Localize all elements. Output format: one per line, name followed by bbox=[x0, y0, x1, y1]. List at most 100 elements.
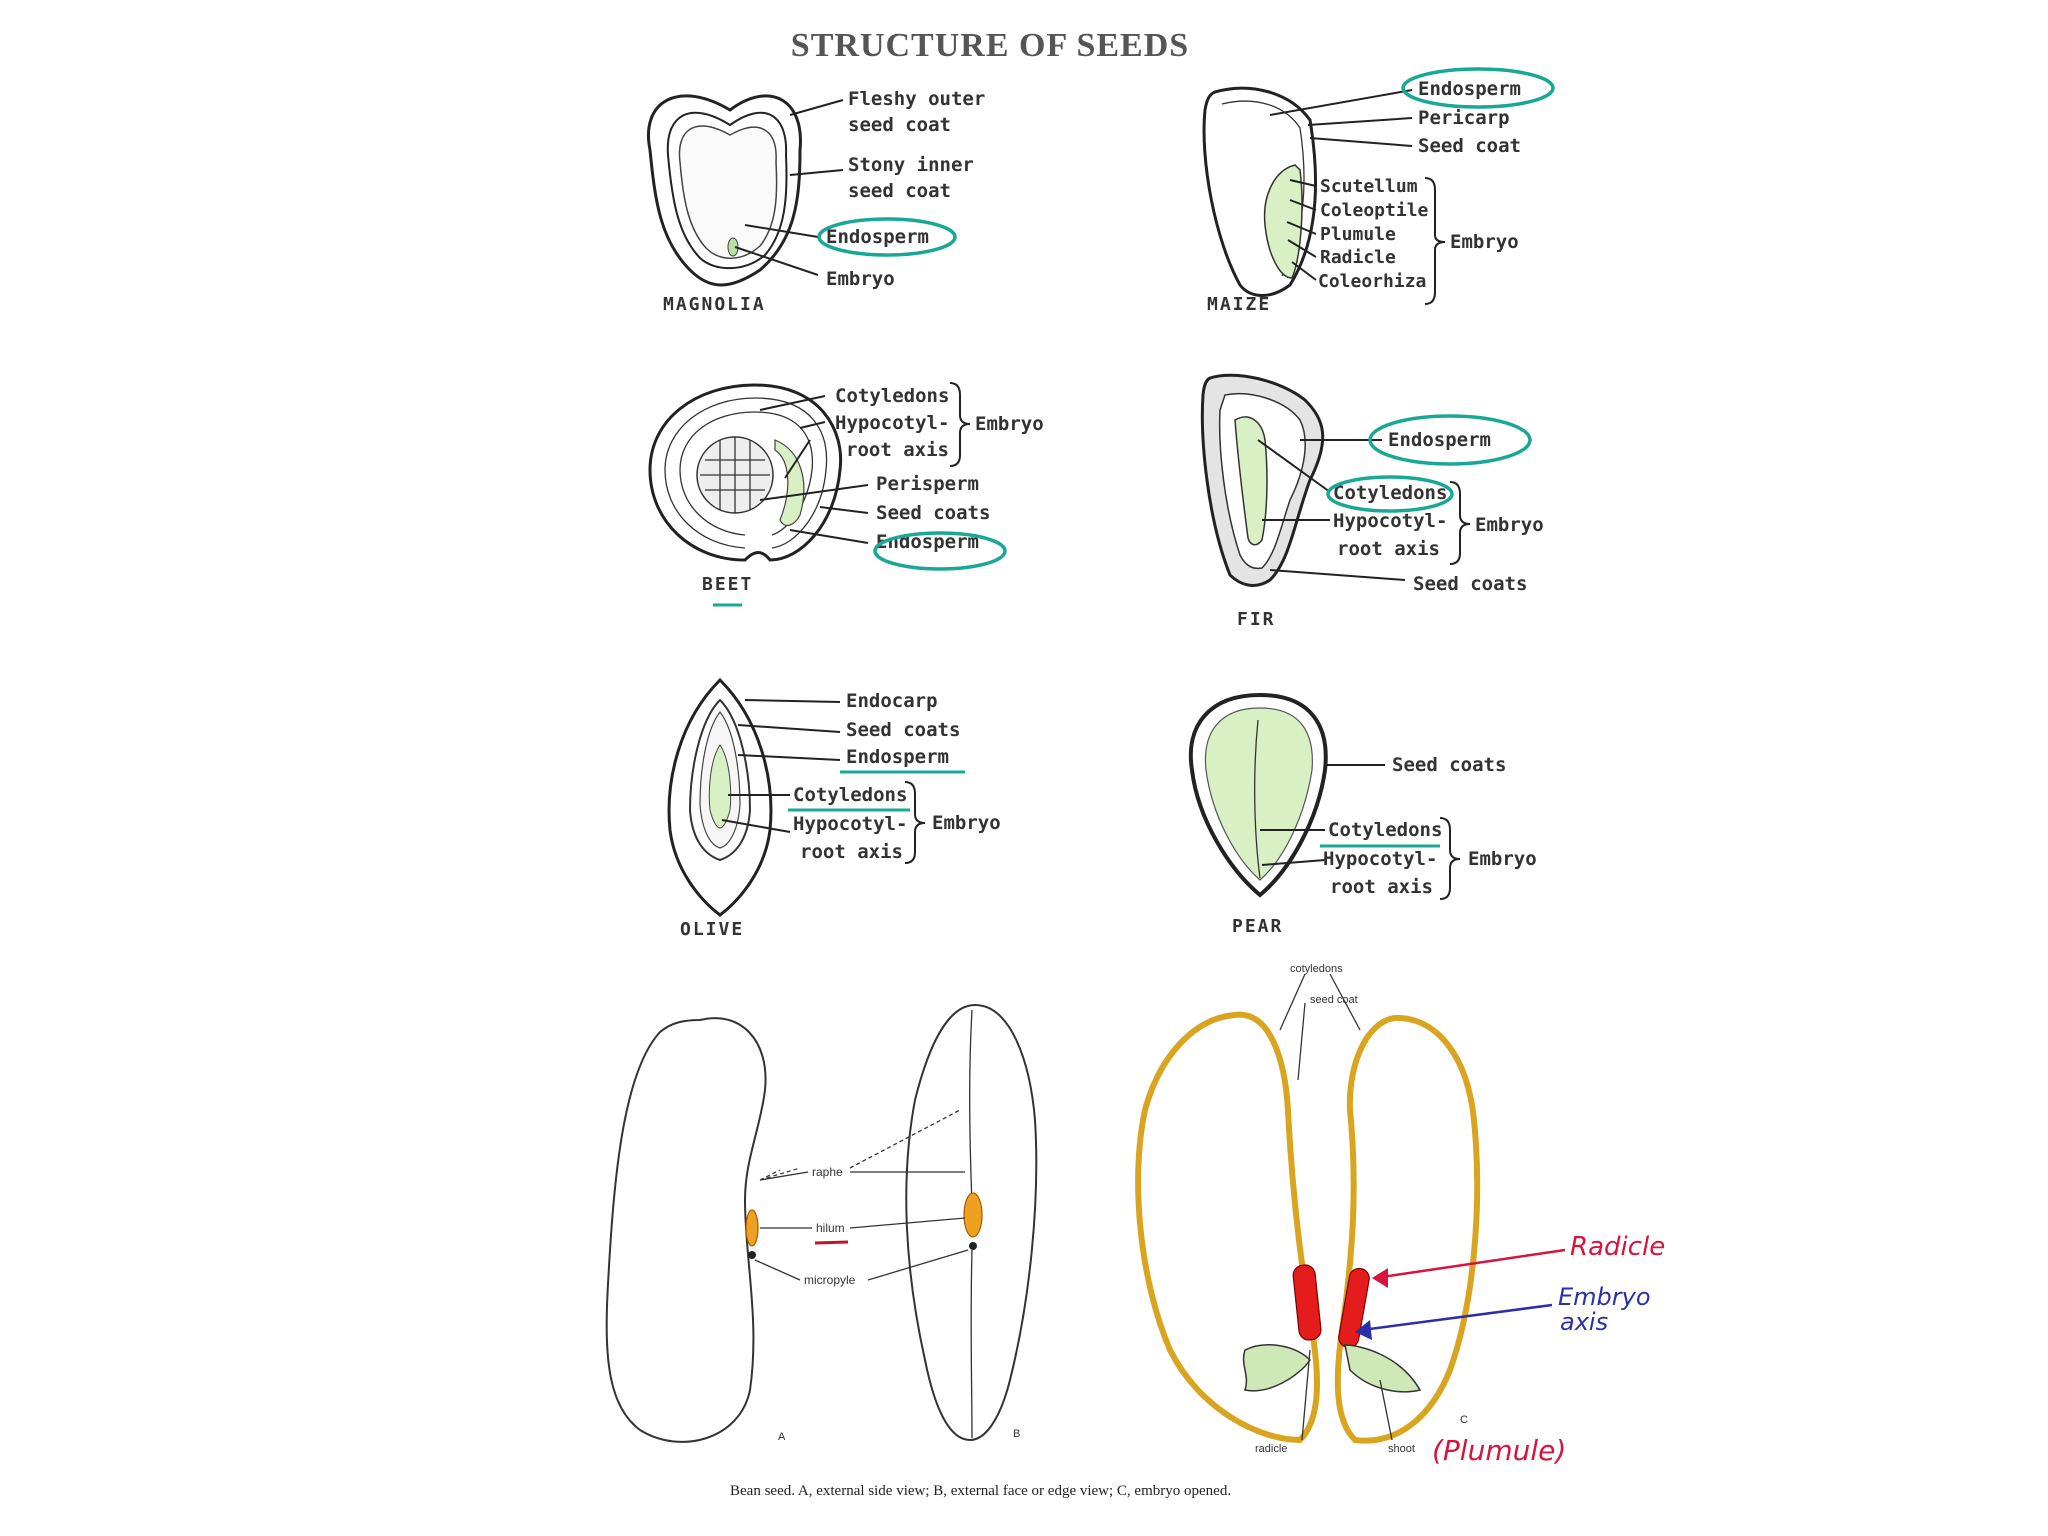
fir-embryo-brace bbox=[1449, 481, 1471, 565]
fir-label-seed-coats: Seed coats bbox=[1413, 573, 1527, 595]
beet-label-hypocotyl: Hypocotyl- bbox=[835, 412, 949, 434]
pear-label-embryo: Embryo bbox=[1468, 848, 1537, 870]
page-title: STRUCTURE OF SEEDS bbox=[791, 27, 1189, 64]
fir-panel: Endosperm Cotyledons Hypocotyl- root axi… bbox=[1200, 373, 1544, 630]
embryo-axis-arrow bbox=[1361, 1303, 1553, 1332]
magnolia-label-stony-1: Stony inner bbox=[848, 154, 974, 176]
beet-label-cotyledons: Cotyledons bbox=[835, 385, 949, 407]
bean-label-hilum: hilum bbox=[816, 1221, 845, 1235]
maize-name: MAIZE bbox=[1207, 294, 1271, 315]
bean-label-c: C bbox=[1460, 1414, 1468, 1426]
fir-label-cotyledons: Cotyledons bbox=[1333, 482, 1447, 504]
olive-label-hypocotyl: Hypocotyl- bbox=[793, 813, 907, 835]
bean-b-micropyle bbox=[969, 1242, 977, 1250]
maize-panel: Endosperm Pericarp Seed coat Scutellum C… bbox=[1202, 67, 1555, 315]
magnolia-label-stony-2: seed coat bbox=[848, 180, 951, 202]
fir-label-hypocotyl: Hypocotyl- bbox=[1333, 510, 1447, 532]
olive-embryo bbox=[708, 744, 732, 829]
maize-label-plumule: Plumule bbox=[1320, 224, 1396, 245]
bean-label-raphe: raphe bbox=[812, 1165, 843, 1179]
pear-name: PEAR bbox=[1232, 916, 1283, 937]
hand-label-radicle: Radicle bbox=[1570, 1232, 1665, 1262]
pear-embryo bbox=[1204, 707, 1313, 881]
maize-label-embryo: Embryo bbox=[1450, 231, 1519, 253]
maize-label-scutellum: Scutellum bbox=[1320, 176, 1418, 197]
bean-hilum-underline bbox=[814, 1240, 849, 1245]
olive-label-cotyledons: Cotyledons bbox=[793, 784, 907, 806]
fir-label-endosperm: Endosperm bbox=[1388, 429, 1491, 451]
radicle-arrow bbox=[1374, 1248, 1566, 1280]
maize-label-pericarp: Pericarp bbox=[1418, 107, 1510, 129]
bean-label-cotyledons: cotyledons bbox=[1290, 963, 1343, 975]
magnolia-endosperm bbox=[678, 125, 778, 259]
bean-a-micropyle bbox=[748, 1251, 756, 1259]
pear-embryo-brace bbox=[1439, 817, 1461, 900]
fir-cotyledons-highlight bbox=[1326, 475, 1454, 513]
bean-label-shoot: shoot bbox=[1388, 1443, 1415, 1455]
pear-label-seed-coats: Seed coats bbox=[1392, 754, 1506, 776]
fir-embryo bbox=[1234, 416, 1268, 546]
bean-c-left-axis bbox=[1292, 1264, 1322, 1341]
bean-label-seed-coat: seed coat bbox=[1310, 994, 1358, 1006]
hand-label-axis: axis bbox=[1560, 1308, 1608, 1336]
bean-raphe-leader-a bbox=[759, 1167, 801, 1181]
pear-label-root-axis: root axis bbox=[1330, 876, 1433, 898]
bean-label-b: B bbox=[1013, 1428, 1020, 1440]
pear-label-cotyledons: Cotyledons bbox=[1328, 819, 1442, 841]
fir-label-embryo: Embryo bbox=[1475, 514, 1544, 536]
bean-c-right-leaf bbox=[1344, 1344, 1422, 1393]
maize-endosperm-highlight bbox=[1401, 67, 1555, 109]
olive-label-endosperm: Endosperm bbox=[846, 746, 949, 768]
magnolia-label-fleshy-2: seed coat bbox=[848, 114, 951, 136]
maize-label-endosperm: Endosperm bbox=[1418, 78, 1521, 100]
bean-c-left-half bbox=[1135, 1011, 1320, 1444]
beet-name: BEET bbox=[702, 574, 753, 595]
olive-label-seed-coats: Seed coats bbox=[846, 719, 960, 741]
beet-label-root-axis: root axis bbox=[846, 439, 949, 461]
hand-label-embryo: Embryo bbox=[1558, 1283, 1651, 1311]
beet-embryo-brace bbox=[949, 382, 971, 467]
bean-c-right-half bbox=[1334, 1014, 1481, 1444]
olive-embryo-brace bbox=[904, 781, 926, 864]
magnolia-endosperm-highlight bbox=[817, 217, 957, 257]
maize-label-coleorhiza: Coleorhiza bbox=[1318, 271, 1426, 292]
bean-panel: A B raphe hilum micropyle cotyledons see… bbox=[605, 963, 1665, 1499]
magnolia-label-fleshy-1: Fleshy outer bbox=[848, 88, 985, 110]
beet-label-perisperm: Perisperm bbox=[876, 473, 979, 495]
magnolia-panel: Fleshy outer seed coat Stony inner seed … bbox=[647, 88, 985, 315]
radicle-arrow-head bbox=[1372, 1268, 1388, 1288]
bean-b-ridge bbox=[969, 1009, 973, 1439]
maize-label-coleoptile: Coleoptile bbox=[1320, 200, 1429, 221]
olive-label-embryo: Embryo bbox=[932, 812, 1001, 834]
maize-label-radicle: Radicle bbox=[1320, 247, 1396, 268]
hand-label-plumule: (Plumule) bbox=[1432, 1434, 1566, 1467]
maize-label-seed-coat: Seed coat bbox=[1418, 135, 1521, 157]
magnolia-stony-coat bbox=[666, 111, 788, 270]
beet-perisperm-cells bbox=[700, 437, 770, 513]
olive-label-root-axis: root axis bbox=[800, 841, 903, 863]
fir-label-root-axis: root axis bbox=[1337, 538, 1440, 560]
beet-label-embryo: Embryo bbox=[975, 413, 1044, 435]
magnolia-label-endosperm: Endosperm bbox=[826, 226, 929, 248]
bean-a-hilum bbox=[745, 1209, 759, 1247]
beet-endosperm-highlight bbox=[873, 531, 1007, 571]
olive-label-endocarp: Endocarp bbox=[846, 690, 938, 712]
pear-label-hypocotyl: Hypocotyl- bbox=[1323, 848, 1437, 870]
bean-label-micropyle: micropyle bbox=[804, 1273, 856, 1287]
bean-c-left-leaf bbox=[1242, 1344, 1311, 1392]
olive-panel: Endocarp Seed coats Endosperm Cotyledons… bbox=[667, 677, 1001, 940]
embryo-axis-arrow-head bbox=[1355, 1320, 1372, 1340]
bean-label-radicle: radicle bbox=[1255, 1443, 1287, 1455]
maize-embryo bbox=[1263, 164, 1303, 279]
magnolia-label-embryo: Embryo bbox=[826, 268, 895, 290]
maize-embryo-brace bbox=[1424, 177, 1446, 305]
fir-endosperm-highlight bbox=[1368, 414, 1532, 466]
beet-panel: Cotyledons Hypocotyl- root axis Embryo P… bbox=[648, 382, 1044, 607]
olive-name: OLIVE bbox=[680, 919, 744, 940]
bean-caption: Bean seed. A, external side view; B, ext… bbox=[730, 1483, 1231, 1499]
bean-b-hilum bbox=[963, 1192, 983, 1238]
beet-label-seed-coats: Seed coats bbox=[876, 502, 990, 524]
magnolia-name: MAGNOLIA bbox=[663, 294, 766, 315]
bean-a-outline bbox=[605, 1017, 767, 1443]
